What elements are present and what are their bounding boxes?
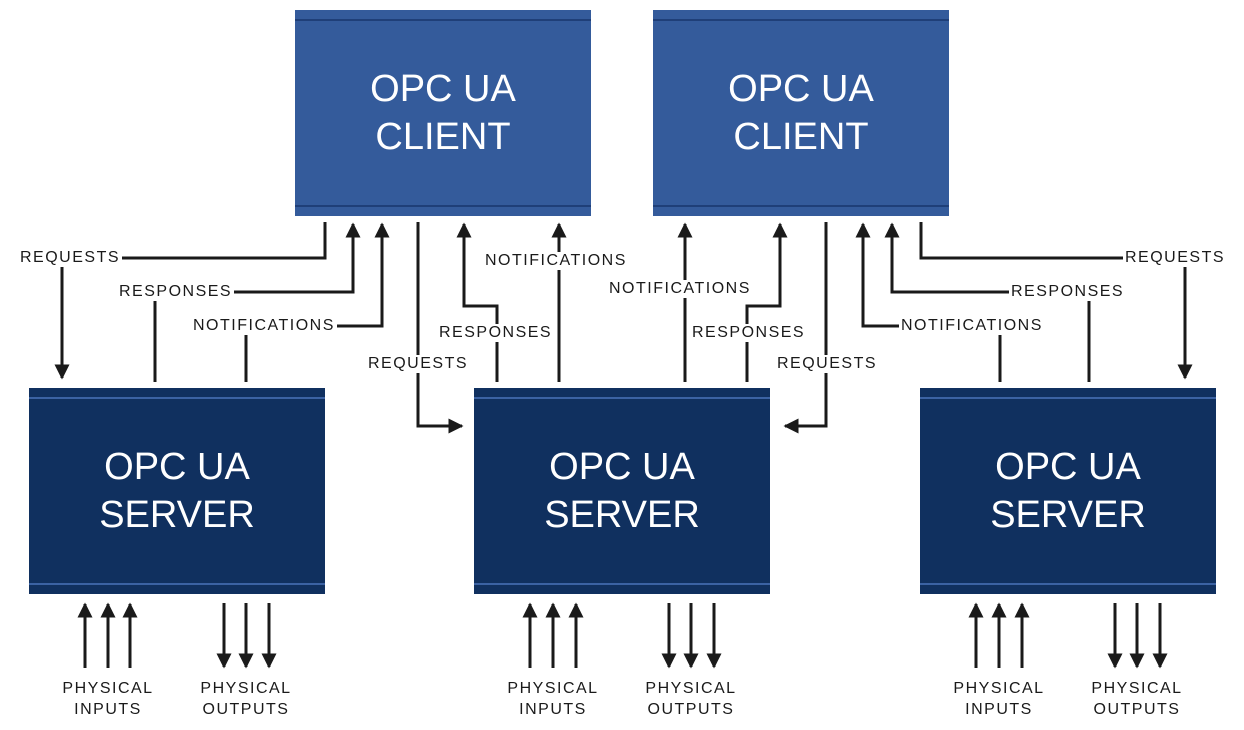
physical-outputs-line2: OUTPUTS [202, 701, 290, 718]
opc-ua-client-1: OPC UA CLIENT [295, 10, 591, 216]
client-1-title-line2: CLIENT [375, 116, 511, 158]
c1-s2-requests-wire [416, 222, 464, 434]
label-c1-s1-requests: REQUESTS [18, 249, 123, 267]
server2-io-arrows [522, 602, 722, 669]
label-c1-s2-responses: RESPONSES [437, 324, 555, 342]
client-2-title-line2: CLIENT [733, 116, 869, 158]
label-c2-s2-responses: RESPONSES [690, 324, 808, 342]
label-c2-s2-requests: REQUESTS [775, 355, 880, 373]
physical-outputs-line2: OUTPUTS [647, 701, 735, 718]
c1-s1-requests-wire [54, 222, 327, 380]
opc-ua-server-1: OPC UA SERVER [29, 388, 325, 594]
opc-ua-server-3: OPC UA SERVER [920, 388, 1216, 594]
server-3-title-line1: OPC UA [995, 446, 1141, 488]
client-1-title-line1: OPC UA [370, 68, 516, 110]
c1-s2-responses-wire [456, 222, 499, 382]
label-c1-s2-requests: REQUESTS [366, 355, 471, 373]
label-c2-s3-requests: REQUESTS [1123, 249, 1228, 267]
physical-inputs-line1: PHYSICAL [507, 680, 599, 697]
label-c2-s3-responses: RESPONSES [1009, 283, 1127, 301]
physical-inputs-line2: INPUTS [74, 701, 142, 718]
server-1-physical-outputs: PHYSICAL OUTPUTS [186, 678, 306, 720]
c2-s3-requests-wire [919, 222, 1193, 380]
c2-s2-requests-wire [783, 222, 828, 434]
physical-outputs-line1: PHYSICAL [1091, 680, 1183, 697]
server-2-physical-inputs: PHYSICAL INPUTS [493, 678, 613, 720]
server-3-title-line2: SERVER [990, 494, 1146, 536]
c2-s3-notifications-wire [855, 222, 1002, 382]
physical-inputs-line1: PHYSICAL [953, 680, 1045, 697]
server-2-physical-outputs: PHYSICAL OUTPUTS [631, 678, 751, 720]
physical-outputs-line1: PHYSICAL [200, 680, 292, 697]
label-c1-s1-notifications: NOTIFICATIONS [191, 317, 337, 335]
physical-inputs-line2: INPUTS [965, 701, 1033, 718]
label-c2-s3-notifications: NOTIFICATIONS [899, 317, 1045, 335]
c2-s3-responses-wire [884, 222, 1091, 382]
server1-io-arrows [77, 602, 277, 669]
server-2-title-line1: OPC UA [549, 446, 695, 488]
c1-s1-notifications-wire [244, 222, 390, 382]
physical-inputs-line2: INPUTS [519, 701, 587, 718]
server-1-physical-inputs: PHYSICAL INPUTS [48, 678, 168, 720]
server-3-physical-outputs: PHYSICAL OUTPUTS [1077, 678, 1197, 720]
label-c2-s2-notifications: NOTIFICATIONS [607, 280, 753, 298]
label-c1-s2-notifications: NOTIFICATIONS [483, 252, 629, 270]
opc-ua-server-2: OPC UA SERVER [474, 388, 770, 594]
c1-s1-responses-wire [153, 222, 361, 382]
c2-s2-responses-wire [745, 222, 788, 382]
label-c1-s1-responses: RESPONSES [117, 283, 235, 301]
server-2-title-line2: SERVER [544, 494, 700, 536]
server-1-title-line2: SERVER [99, 494, 255, 536]
physical-outputs-line2: OUTPUTS [1093, 701, 1181, 718]
client-2-title-line1: OPC UA [728, 68, 874, 110]
physical-inputs-line1: PHYSICAL [62, 680, 154, 697]
server-3-physical-inputs: PHYSICAL INPUTS [939, 678, 1059, 720]
server-1-title-line1: OPC UA [104, 446, 250, 488]
opc-ua-client-2: OPC UA CLIENT [653, 10, 949, 216]
physical-outputs-line1: PHYSICAL [645, 680, 737, 697]
server3-io-arrows [968, 602, 1168, 669]
